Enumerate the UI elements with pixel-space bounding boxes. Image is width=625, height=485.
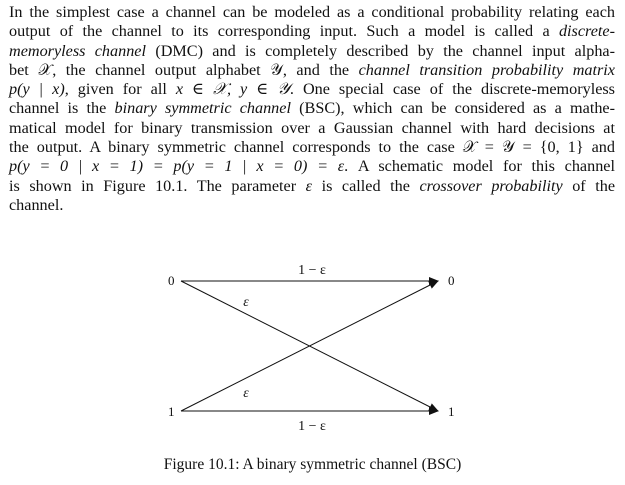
paragraph-line: p(y | x), given for all x ∈ 𝒳, y ∈ 𝒴. On… <box>9 80 615 99</box>
text-run: (BSC), which can be considered as a math… <box>290 99 615 118</box>
edge-1-to-0 <box>180 280 439 412</box>
text-run: bet 𝒳, the channel output alphabet 𝒴, an… <box>9 60 359 79</box>
paragraph-line: the output. A binary symmetric channel c… <box>9 138 615 157</box>
paragraph-line: output of the channel to its correspondi… <box>9 22 615 41</box>
input-label-0: 0 <box>168 273 175 288</box>
paragraph-line: bet 𝒳, the channel output alphabet 𝒴, an… <box>9 61 615 80</box>
math-run: x ∈ 𝒳, y ∈ 𝒴 <box>175 80 290 99</box>
text-run: channel is the <box>9 99 115 118</box>
text-run: (DMC) and is completely described by the… <box>146 41 616 60</box>
straight-label-bottom: 1 − ε <box>298 419 326 434</box>
text-run: is called the <box>312 176 420 195</box>
math-run: p(y = 0 | x = 1) = p(y = 1 | x = 0) = ε <box>9 157 345 176</box>
emphasis-run: crossover probability <box>419 176 563 195</box>
text-run: In the simplest case a channel can be mo… <box>9 3 615 21</box>
paragraph-line: is shown in Figure 10.1. The parameter ε… <box>9 177 615 196</box>
emphasis-run: memoryless channel <box>9 41 146 60</box>
text-run: is shown in Figure 10.1. The parameter <box>9 176 306 195</box>
output-label-0: 0 <box>448 273 455 288</box>
paragraph-line: In the simplest case a channel can be mo… <box>9 3 615 22</box>
text-run: of the <box>562 176 616 195</box>
output-label-1: 1 <box>448 404 455 419</box>
text-run: matical model for binary transmission ov… <box>9 118 615 137</box>
math-run: p(y | x) <box>9 80 65 99</box>
text-run: channel. <box>9 195 64 214</box>
emphasis-run: discrete- <box>558 22 615 41</box>
text-run: . One special case of the discrete-memor… <box>289 80 615 99</box>
paragraph-line: channel is the binary symmetric channel … <box>9 99 615 118</box>
text-run: the output. A binary symmetric channel c… <box>9 138 615 157</box>
input-label-1: 1 <box>168 404 175 419</box>
straight-label-top: 1 − ε <box>298 263 326 278</box>
paragraph-line: p(y = 0 | x = 1) = p(y = 1 | x = 0) = ε.… <box>9 157 615 176</box>
emphasis-run: binary symmetric channel <box>114 99 291 118</box>
paragraph-line: matical model for binary transmission ov… <box>9 119 615 138</box>
body-paragraph: In the simplest case a channel can be mo… <box>9 3 615 215</box>
text-run: output of the channel to its correspondi… <box>9 22 559 41</box>
paragraph-line: channel. <box>9 196 615 215</box>
paragraph-line: memoryless channel (DMC) and is complete… <box>9 42 615 61</box>
cross-label-top: ε <box>243 295 249 310</box>
text-run: . A schematic model for this channel <box>344 157 615 176</box>
figure-caption: Figure 10.1: A binary symmetric channel … <box>163 456 462 473</box>
cross-label-bottom: ε <box>243 386 249 401</box>
math-run: ε <box>305 176 313 195</box>
text-run: , given for all <box>64 80 176 99</box>
emphasis-run: channel transition probability matrix <box>358 60 615 79</box>
